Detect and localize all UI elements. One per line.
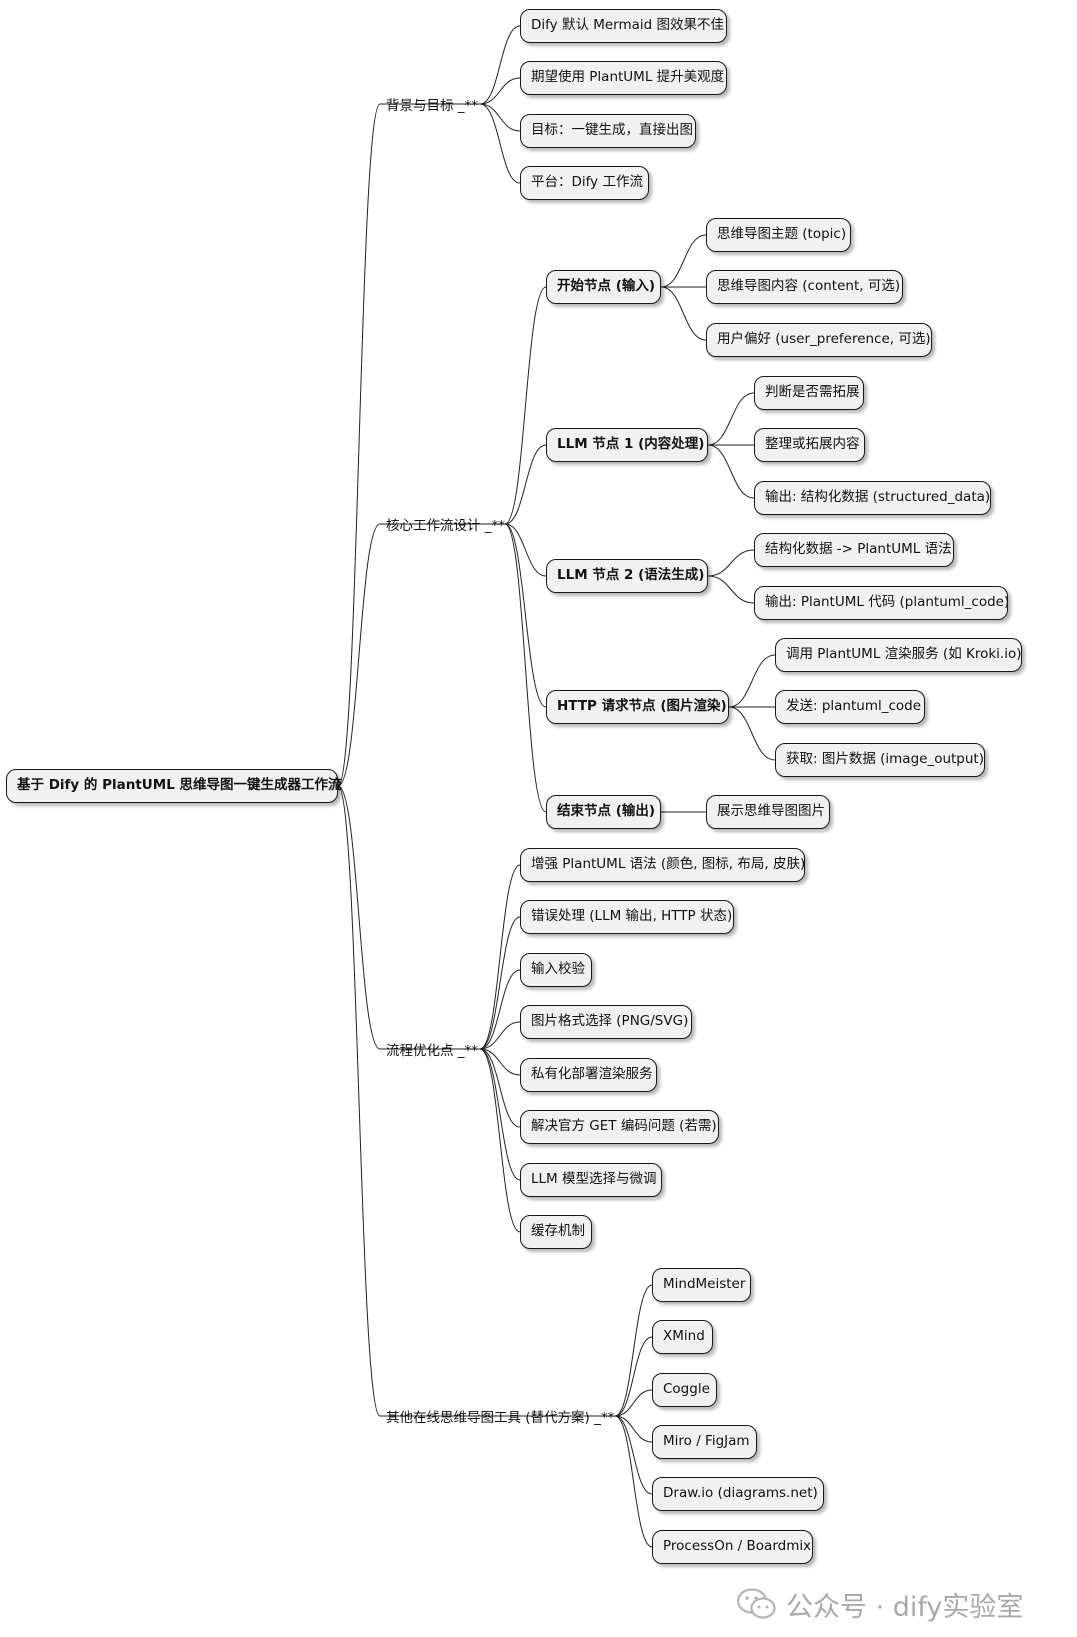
leaf-judge-expand: 判断是否需拓展 [754,376,864,410]
connector-line [728,654,776,708]
connector-line [479,77,521,105]
watermark: 公众号 · dify实验室 [736,1585,1023,1623]
connector-line [707,549,755,577]
connector-line [479,864,521,1050]
leaf-tool-xmind: XMind [652,1320,713,1354]
connector-line [614,1284,653,1417]
leaf-to-plantuml-syntax: 结构化数据 -> PlantUML 语法 [754,533,954,567]
connector-line [707,444,755,499]
connector-line [504,523,547,708]
connector-line [479,103,521,132]
branch-alternative-tools: 其他在线思维导图工具 (替代方案) _** [386,1410,615,1426]
branch-background-goals: 背景与目标 _** [386,98,479,114]
leaf-tool-miro: Miro / FigJam [652,1425,757,1459]
leaf-plantuml-code: 输出: PlantUML 代码 (plantuml_code) [754,586,1009,620]
connector-line [479,1048,521,1076]
leaf-enhance-syntax: 增强 PlantUML 语法 (颜色, 图标, 布局, 皮肤) [520,848,805,882]
leaf-tool-processon: ProcessOn / Boardmix [652,1530,813,1564]
leaf-error-handling: 错误处理 (LLM 输出, HTTP 状态) [520,900,734,934]
node-http-request: HTTP 请求节点 (图片渲染) [546,690,729,724]
connector-line [479,1048,521,1233]
connector-line [479,916,521,1050]
leaf-user-preference: 用户偏好 (user_preference, 可选) [706,323,932,357]
connector-line [337,785,381,1050]
connector-line [479,969,521,1050]
wechat-icon [736,1588,776,1619]
leaf-plantuml-aesthetics: 期望使用 PlantUML 提升美观度 [520,61,727,95]
connector-line [614,1389,653,1417]
leaf-tool-drawio: Draw.io (diagrams.net) [652,1477,824,1511]
node-end: 结束节点 (输出) [546,795,661,829]
leaf-structured-data: 输出: 结构化数据 (structured_data) [754,481,991,515]
leaf-show-image: 展示思维导图图片 [706,795,830,829]
connector-line [614,1336,653,1417]
connector-line [337,103,381,787]
connector-line [614,1415,653,1443]
connector-line [479,25,521,105]
connector-line [728,706,776,761]
leaf-cache: 缓存机制 [520,1215,592,1249]
leaf-tool-coggle: Coggle [652,1373,717,1407]
connector-line [614,1415,653,1548]
connector-line [479,103,521,184]
connector-line [660,286,707,341]
connector-line [479,1048,521,1181]
leaf-input-validation: 输入校验 [520,953,592,987]
leaf-get-encoding: 解决官方 GET 编码问题 (若需) [520,1110,719,1144]
watermark-text: 公众号 · dify实验室 [786,1591,1024,1623]
node-llm-2: LLM 节点 2 (语法生成) [546,559,708,593]
leaf-mermaid-issue: Dify 默认 Mermaid 图效果不佳 [520,9,727,43]
leaf-tool-mindmeister: MindMeister [652,1268,751,1302]
branch-optimizations: 流程优化点 _** [386,1043,479,1059]
leaf-private-deploy: 私有化部署渲染服务 [520,1058,657,1092]
connector-line [504,444,547,525]
connector-line [614,1415,653,1495]
leaf-goal-one-click: 目标：一键生成，直接出图 [520,114,696,148]
connector-line [504,523,547,577]
leaf-image-format: 图片格式选择 (PNG/SVG) [520,1005,692,1039]
connector-line [337,785,381,1417]
connector-line [707,575,755,604]
connector-line [660,234,707,288]
leaf-send-code: 发送: plantuml_code [775,690,925,724]
branch-core-workflow: 核心工作流设计 _** [386,518,506,534]
leaf-call-render-service: 调用 PlantUML 渲染服务 (如 Kroki.io) [775,638,1022,672]
connector-line [504,286,547,525]
leaf-topic: 思维导图主题 (topic) [706,218,851,252]
root-node: 基于 Dify 的 PlantUML 思维导图一键生成器工作流 [6,769,342,803]
leaf-llm-model-choice: LLM 模型选择与微调 [520,1163,662,1197]
leaf-content: 思维导图内容 (content, 可选) [706,270,903,304]
leaf-organize-content: 整理或拓展内容 [754,428,865,462]
connector-line [479,1048,521,1128]
connector-line [479,1021,521,1050]
node-start: 开始节点 (输入) [546,270,661,304]
leaf-platform-dify: 平台：Dify 工作流 [520,166,649,200]
node-llm-1: LLM 节点 1 (内容处理) [546,428,708,462]
leaf-image-output: 获取: 图片数据 (image_output) [775,743,985,777]
connector-line [504,523,547,813]
connector-line [707,392,755,446]
connector-line [337,523,381,787]
